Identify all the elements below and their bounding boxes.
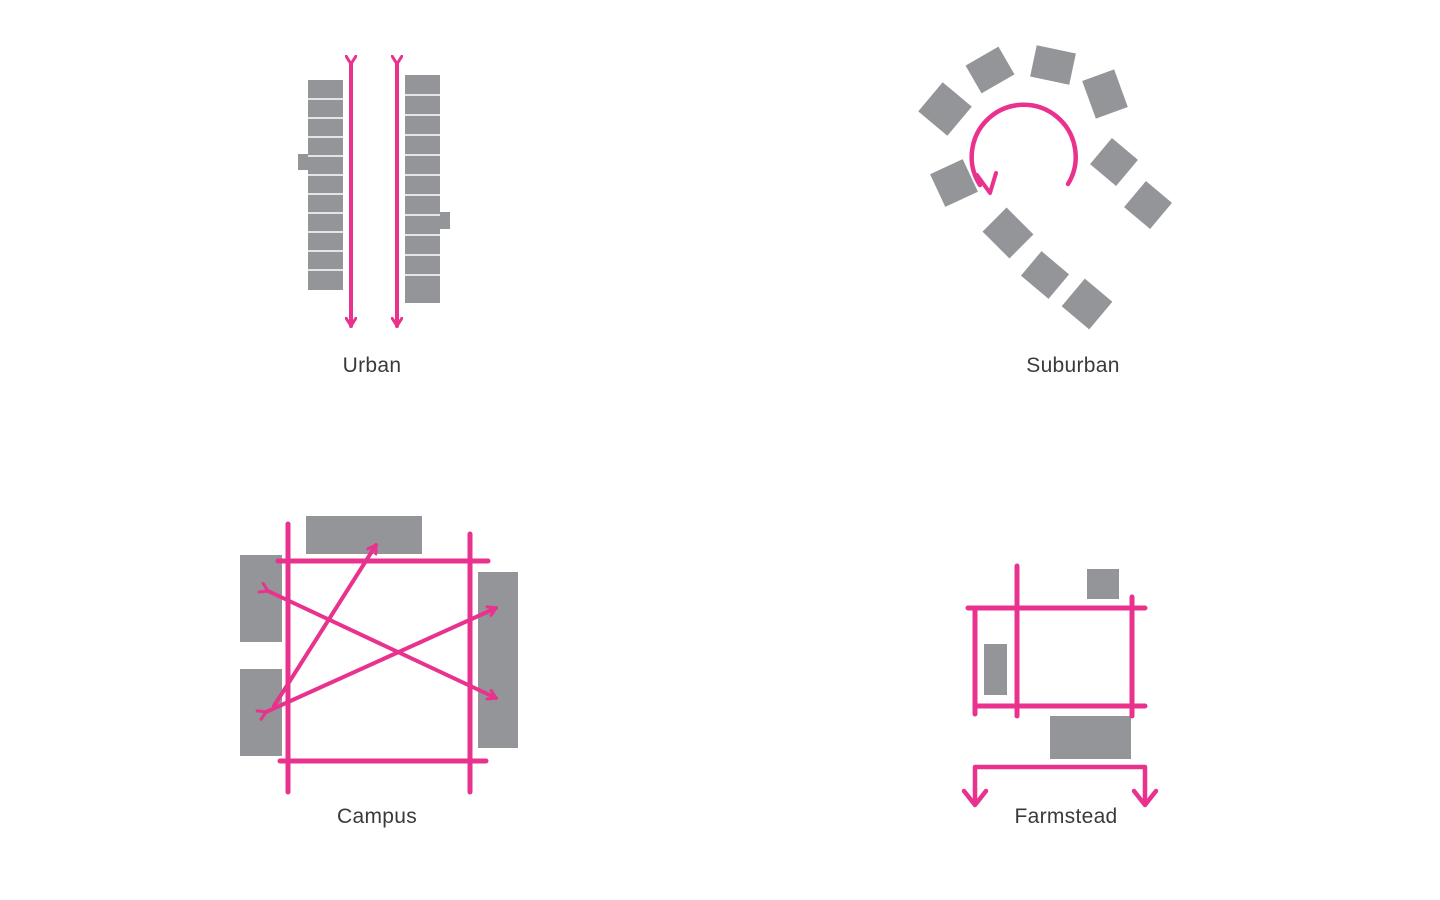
farmstead-label: Farmstead xyxy=(1014,805,1118,828)
urban-right-row-dividers xyxy=(405,94,440,276)
urban-label: Urban xyxy=(342,354,402,377)
farmstead-diagram xyxy=(961,563,1159,808)
campus-cross-arrows xyxy=(266,543,498,712)
farmstead-road-arrow xyxy=(961,764,1159,808)
farmstead-field-lines xyxy=(965,563,1148,719)
campus-buildings xyxy=(240,516,518,756)
farmstead-buildings xyxy=(984,569,1131,759)
urban-left-row-dividers xyxy=(308,98,343,271)
urban-circulation-arrows xyxy=(351,64,397,328)
suburban-label: Suburban xyxy=(1026,354,1120,377)
urban-left-row-buildings xyxy=(298,80,343,290)
suburban-loop-arrow xyxy=(969,102,1078,195)
suburban-buildings xyxy=(918,45,1172,330)
campus-diagram xyxy=(240,516,518,795)
urban-right-row-buildings xyxy=(405,75,450,303)
suburban-diagram xyxy=(918,45,1172,330)
urban-diagram xyxy=(298,64,450,328)
campus-label: Campus xyxy=(337,805,417,828)
